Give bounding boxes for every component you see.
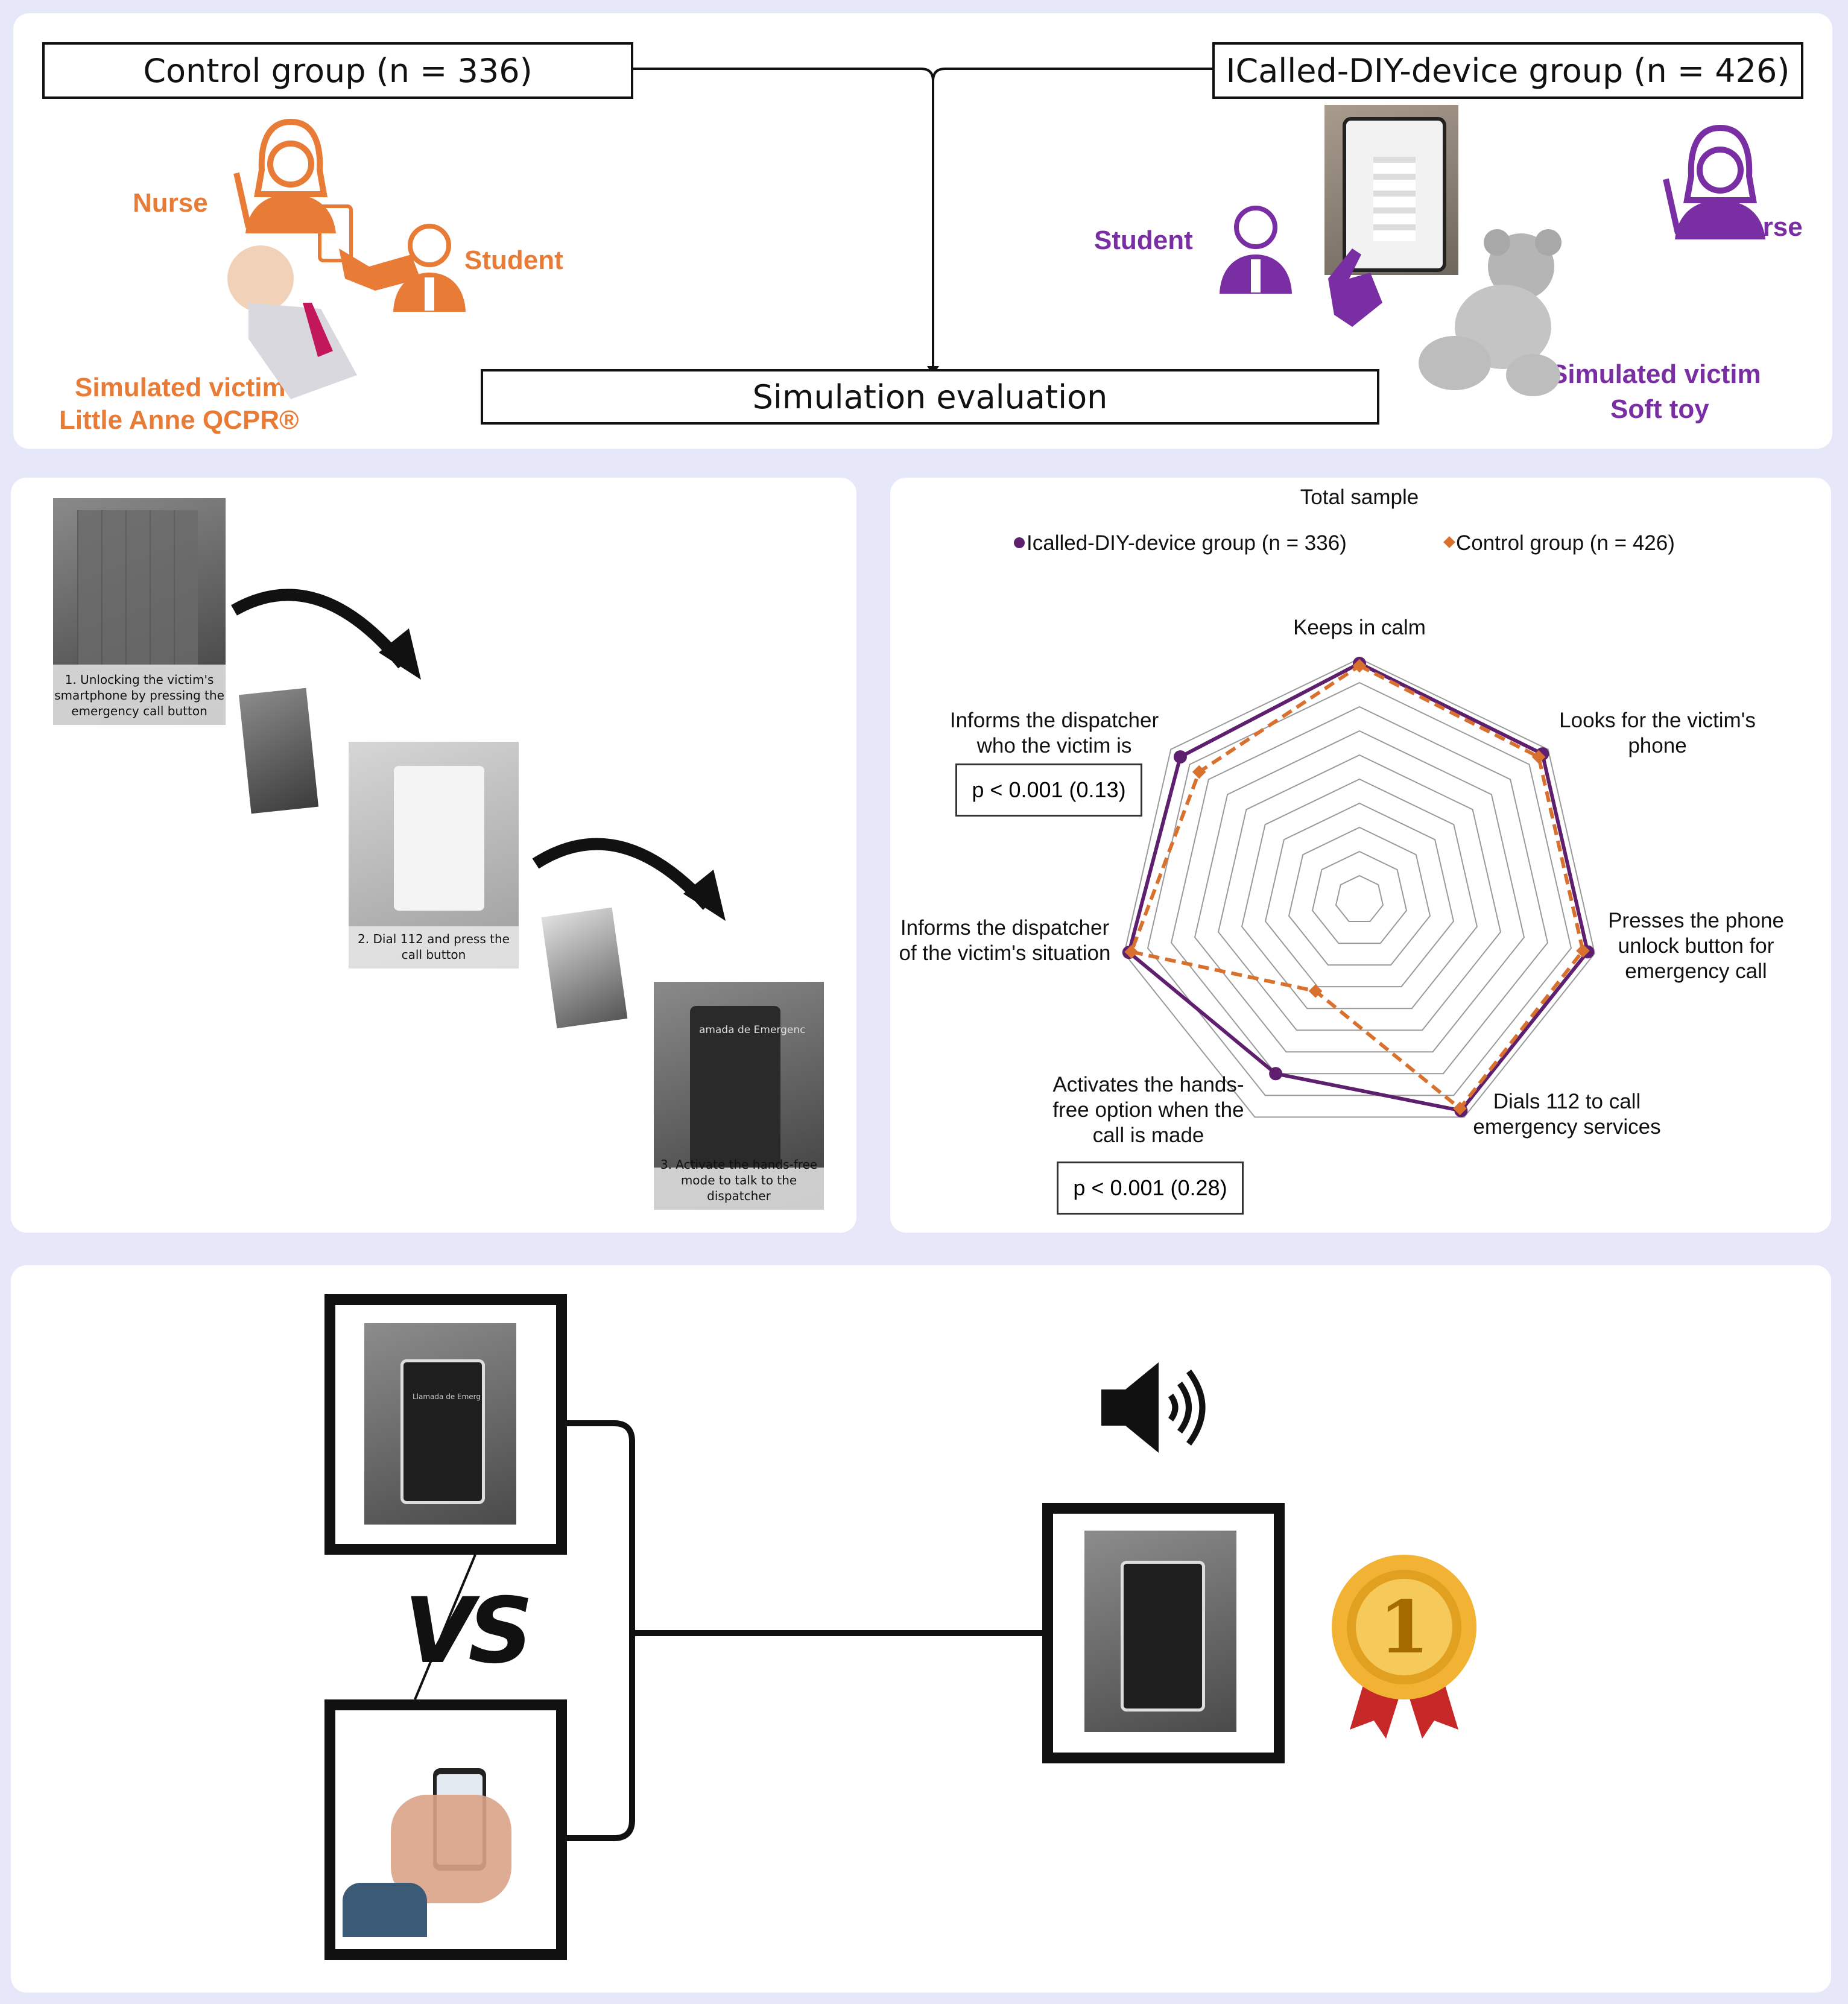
- student-icon-purple: [1220, 206, 1292, 294]
- left-victim-label-2: Little Anne QCPR®: [59, 405, 299, 435]
- step1-photo: 1. Unlocking the victim's smartphone by …: [53, 498, 226, 725]
- diy-group-box: ICalled-DIY-device group (n = 426): [1212, 42, 1803, 99]
- teddy-bear-image: [1419, 229, 1562, 396]
- arrow-icon: [231, 589, 421, 680]
- radar-point: [1269, 1067, 1283, 1081]
- diy-device-photo: [1324, 105, 1458, 275]
- diy-phone-frame: Llamada de Emerg: [324, 1294, 567, 1555]
- step3-photo: amada de Emergenc 3. Activate the hands-…: [654, 982, 824, 1210]
- speaker-icon: [1101, 1362, 1206, 1453]
- left-nurse-label: Nurse: [133, 188, 208, 218]
- right-victim-label-1: Simulated victim: [1550, 359, 1761, 389]
- radar-grid-ring: [1123, 657, 1596, 1118]
- control-group-box: Control group (n = 336): [42, 42, 633, 99]
- chart-panel: Total sample Icalled-DIY-device group (n…: [890, 478, 1831, 1233]
- smartphone-frame: [324, 1699, 567, 1960]
- left-victim-label-1: Simulated victim: [75, 373, 286, 402]
- legend-marker-diy: [1014, 537, 1025, 548]
- radar-grid-ring: [1194, 730, 1525, 1053]
- radar-grid-ring: [1217, 754, 1502, 1031]
- smartphone-hands-image: [343, 1759, 550, 1937]
- radar-point: [1576, 944, 1590, 958]
- nurse-icon: [233, 118, 336, 233]
- axis-label-keeps-calm: Keeps in calm: [1293, 616, 1426, 639]
- step2-photo: 2. Dial 112 and press the call button: [349, 742, 519, 969]
- legend-control: Control group (n = 426): [1456, 531, 1675, 555]
- manikin-victim-image: [227, 245, 357, 399]
- step3-caption: 3. Activate the hands-free mode to talk …: [660, 1157, 818, 1203]
- radar-point: [1124, 945, 1139, 959]
- step2-caption: 2. Dial 112 and press the call button: [358, 932, 510, 962]
- radar-grid-ring: [1241, 778, 1478, 1010]
- comparison-connector-lines: [414, 1420, 1043, 1841]
- axis-label-hands-free: Activates the hands-free option when the…: [1052, 1073, 1244, 1147]
- radar-grid-ring: [1147, 681, 1572, 1096]
- arrow-icon: [532, 838, 726, 921]
- winner-phone-photo: [1084, 1531, 1236, 1732]
- legend-marker-control: [1443, 536, 1455, 548]
- step3-screen-text: amada de Emergenc: [699, 1024, 806, 1036]
- winner-phone-frame: [1042, 1503, 1285, 1763]
- radar-point: [1531, 750, 1546, 764]
- radar-series-line-1: [1128, 663, 1585, 1111]
- radar-point: [1308, 984, 1323, 998]
- p-value-who-victim: p < 0.001 (0.13): [955, 763, 1142, 817]
- simulation-evaluation-box: Simulation evaluation: [481, 369, 1379, 425]
- step1-thumb: [238, 687, 319, 814]
- vs-label: VS: [404, 1579, 533, 1684]
- right-victim-label-2: Soft toy: [1610, 394, 1709, 424]
- chart-title: Total sample: [1300, 485, 1419, 509]
- radar-point: [1192, 765, 1206, 779]
- radar-grid-ring: [1311, 850, 1408, 944]
- radar-point: [1453, 1101, 1467, 1116]
- radar-grid-ring: [1264, 802, 1455, 988]
- radar-point: [1352, 659, 1367, 673]
- radar-series-line-0: [1127, 661, 1590, 1113]
- diy-phone-photo: Llamada de Emerg: [364, 1323, 516, 1525]
- diy-phone-screen-text: Llamada de Emerg: [413, 1392, 481, 1401]
- radar-grid-ring: [1288, 826, 1431, 966]
- radar-point: [1173, 750, 1187, 764]
- top-panel: Control group (n = 336) ICalled-DIY-devi…: [13, 13, 1832, 449]
- legend-diy: Icalled-DIY-device group (n = 336): [1027, 531, 1347, 555]
- step1-caption: 1. Unlocking the victim's smartphone by …: [54, 672, 224, 718]
- radar-chart: Total sample Icalled-DIY-device group (n…: [899, 485, 1784, 1147]
- radar-grid-ring: [1170, 706, 1549, 1075]
- gold-medal-icon: 1: [1332, 1555, 1476, 1739]
- nurse-icon-purple: [1663, 124, 1765, 239]
- steps-panel: 1. Unlocking the victim's smartphone by …: [11, 478, 856, 1233]
- hand-pointer-icon: [1328, 248, 1382, 327]
- right-student-label: Student: [1094, 226, 1193, 255]
- left-student-label: Student: [464, 245, 563, 275]
- phone-hand-icon: [318, 204, 420, 291]
- student-icon: [393, 224, 466, 312]
- radar-grid-ring: [1335, 874, 1384, 923]
- bottom-panel: Llamada de Emerg VS 1: [11, 1265, 1831, 1993]
- medal-number: 1: [1379, 1585, 1429, 1670]
- p-value-hands-free: p < 0.001 (0.28): [1057, 1162, 1244, 1215]
